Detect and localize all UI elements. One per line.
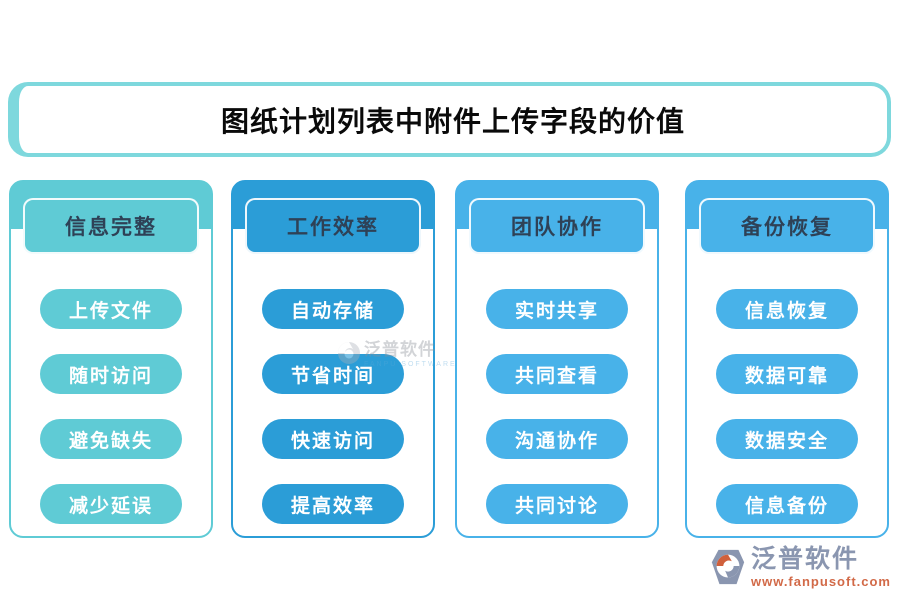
pill-item: 信息恢复 xyxy=(716,289,858,329)
pill-item: 数据可靠 xyxy=(716,354,858,394)
pill-item: 共同讨论 xyxy=(486,484,628,524)
pill-item: 避免缺失 xyxy=(40,419,182,459)
pill-list: 实时共享共同查看沟通协作共同讨论 xyxy=(457,289,657,524)
card-header: 团队协作 xyxy=(469,198,645,254)
pill-item: 上传文件 xyxy=(40,289,182,329)
page-title: 图纸计划列表中附件上传字段的价值 xyxy=(220,105,685,137)
title-banner: 图纸计划列表中附件上传字段的价值 xyxy=(8,82,891,157)
value-card-4: 备份恢复信息恢复数据可靠数据安全信息备份 xyxy=(685,180,889,538)
pill-item: 共同查看 xyxy=(486,354,628,394)
footer-url: www.fanpusoft.com xyxy=(750,574,891,589)
footer-brand: 泛普软件 xyxy=(750,545,859,573)
pill-list: 自动存储节省时间快速访问提高效率 xyxy=(233,289,433,524)
fanpu-logo-icon xyxy=(709,547,747,592)
pill-item: 节省时间 xyxy=(262,354,404,394)
pill-item: 沟通协作 xyxy=(486,419,628,459)
card-header: 备份恢复 xyxy=(699,198,875,254)
footer-logo: 泛普软件 www.fanpusoft.com xyxy=(709,547,891,592)
pill-item: 信息备份 xyxy=(716,484,858,524)
pill-item: 自动存储 xyxy=(262,289,404,329)
pill-item: 随时访问 xyxy=(40,354,182,394)
pill-list: 信息恢复数据可靠数据安全信息备份 xyxy=(687,289,887,524)
pill-list: 上传文件随时访问避免缺失减少延误 xyxy=(11,289,211,524)
value-card-2: 工作效率自动存储节省时间快速访问提高效率 xyxy=(231,180,435,538)
card-header-label: 信息完整 xyxy=(65,216,157,239)
pill-item: 提高效率 xyxy=(262,484,404,524)
value-card-3: 团队协作实时共享共同查看沟通协作共同讨论 xyxy=(455,180,659,538)
card-header-label: 工作效率 xyxy=(287,216,379,239)
card-header-label: 团队协作 xyxy=(511,216,603,239)
pill-item: 实时共享 xyxy=(486,289,628,329)
card-header: 工作效率 xyxy=(245,198,421,254)
card-header: 信息完整 xyxy=(23,198,199,254)
pill-item: 快速访问 xyxy=(262,419,404,459)
value-card-1: 信息完整上传文件随时访问避免缺失减少延误 xyxy=(9,180,213,538)
pill-item: 减少延误 xyxy=(40,484,182,524)
pill-item: 数据安全 xyxy=(716,419,858,459)
card-header-label: 备份恢复 xyxy=(741,216,833,239)
